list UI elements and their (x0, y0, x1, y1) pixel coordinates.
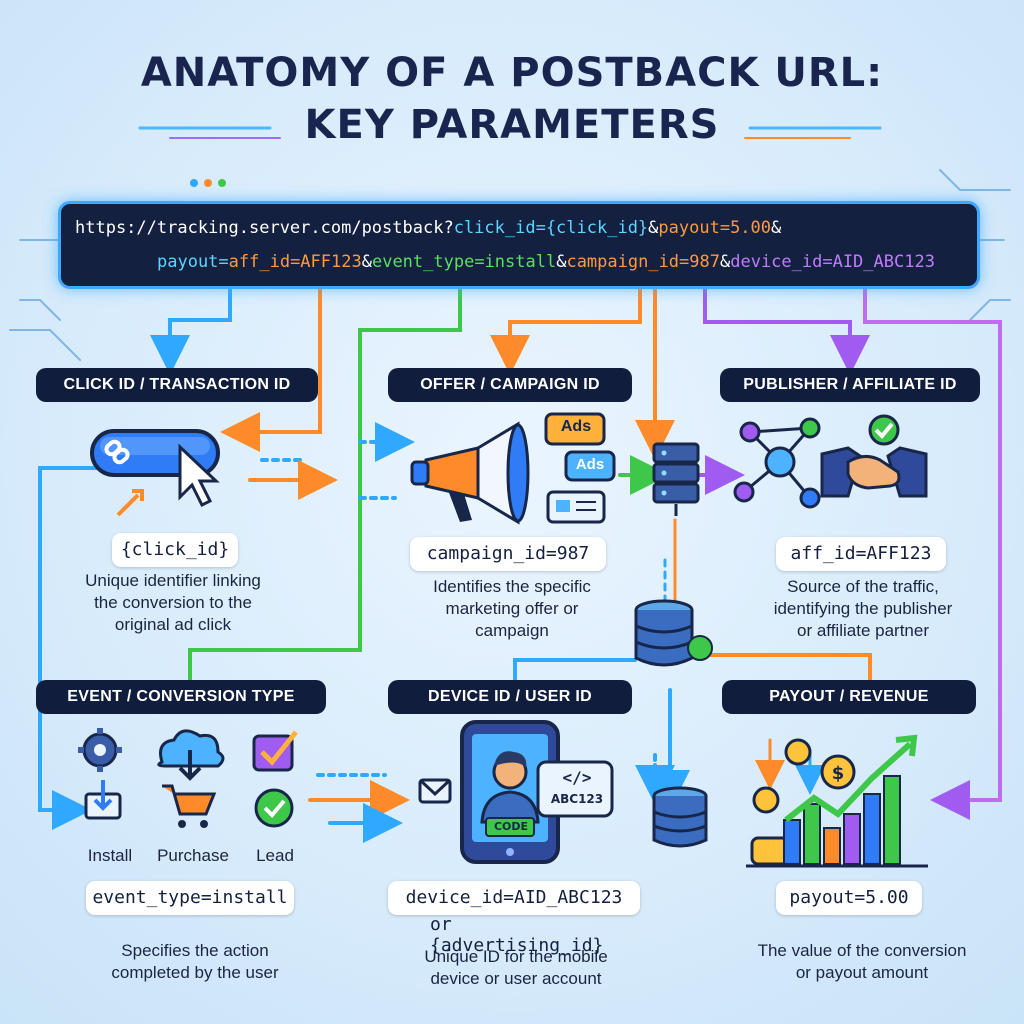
desc-line: The value of the conversion (757, 941, 967, 960)
payout-revenue-heading: PAYOUT / REVENUE (722, 680, 976, 714)
click-id-description: Unique identifier linking the conversion… (30, 570, 316, 636)
postback-url-box: https://tracking.server.com/postback?cli… (58, 201, 980, 289)
payout-description: The value of the conversion or payout am… (712, 940, 1012, 984)
coin-icon: $ (752, 738, 856, 814)
title-line-2: KEY PARAMETERS (304, 102, 720, 148)
url-line-2: payout=aff_id=AFF123&event_type=install&… (157, 252, 935, 272)
url-token: & (771, 218, 782, 238)
event-conversion-heading: EVENT / CONVERSION TYPE (36, 680, 326, 714)
envelope-icon (418, 778, 452, 804)
event-type-install: Install (87, 846, 133, 865)
payout-value: payout=5.00 (776, 881, 922, 915)
phone-icon (418, 720, 614, 864)
gear-icon (78, 728, 122, 772)
url-token: device_id=AID_ABC123 (730, 252, 935, 272)
event-type-value: event_type=install (86, 881, 294, 915)
code-id: ABC123 (550, 792, 604, 806)
cart-icon (162, 784, 217, 828)
growth-chart-icon: $ (746, 734, 928, 868)
desc-line: the conversion to the (94, 593, 252, 612)
handshake-icon (820, 414, 928, 498)
desc-line: identifying the publisher (773, 599, 953, 618)
url-token: & (719, 252, 731, 272)
event-type-description: Specifies the action completed by the us… (60, 940, 330, 984)
ads-label-2: Ads (575, 456, 605, 473)
desc-line: or affiliate partner (797, 621, 929, 640)
install-icon (84, 780, 122, 820)
event-icons-group (78, 728, 298, 828)
desc-line: Specifies the action (121, 941, 269, 960)
link-button-icon (90, 429, 220, 517)
url-token: click_id={click_id} (453, 218, 649, 238)
publisher-affiliate-heading: PUBLISHER / AFFILIATE ID (720, 368, 980, 402)
device-id-value: device_id=AID_ABC123 (388, 881, 640, 915)
url-token: & (648, 218, 659, 238)
url-token: event_type=install (371, 252, 557, 272)
desc-line: Unique identifier linking (85, 571, 261, 590)
url-token: campaign_id=987 (566, 252, 720, 272)
event-type-lead: Lead (256, 846, 294, 865)
megaphone-icon (410, 412, 616, 525)
database-icon (634, 599, 713, 667)
desc-line: campaign (475, 621, 549, 640)
svg-text:$: $ (832, 763, 845, 784)
click-id-heading: CLICK ID / TRANSACTION ID (36, 368, 318, 402)
server-icon (652, 442, 700, 516)
ads-bubble-icon (544, 412, 616, 524)
click-id-value: {click_id} (112, 533, 238, 567)
check-circle-icon (254, 788, 294, 828)
desc-line: or payout amount (795, 963, 929, 982)
affiliate-id-description: Source of the traffic, identifying the p… (716, 576, 1010, 642)
event-type-purchase: Purchase (157, 846, 229, 865)
checkbox-icon (252, 730, 298, 772)
campaign-id-description: Identifies the specific marketing offer … (380, 576, 644, 642)
code-badge: CODE (493, 820, 529, 833)
desc-line: Source of the traffic, (787, 577, 939, 596)
device-id-description: Unique ID for the mobile device or user … (386, 946, 646, 990)
offer-campaign-heading: OFFER / CAMPAIGN ID (388, 368, 632, 402)
cursor-icon (178, 443, 220, 508)
desc-line: device or user account (430, 969, 602, 988)
desc-line: completed by the user (111, 963, 279, 982)
url-token: payout=5.00 (658, 218, 772, 238)
title-line-1: ANATOMY OF A POSTBACK URL: (140, 50, 884, 96)
campaign-id-value: campaign_id=987 (410, 537, 606, 571)
desc-line: Identifies the specific (433, 577, 591, 596)
affiliate-id-value: aff_id=AFF123 (776, 537, 946, 571)
url-token: & (556, 252, 567, 272)
network-icon (733, 417, 821, 509)
advertising-id-alt: or {advertising_id} (430, 914, 604, 956)
code-tag: </> (562, 768, 592, 787)
url-token: https://tracking.server.com/postback? (75, 218, 454, 238)
url-line-1: https://tracking.server.com/postback?cli… (75, 218, 781, 238)
device-user-heading: DEVICE ID / USER ID (388, 680, 632, 714)
url-token: aff_id=AFF123 (228, 252, 362, 272)
url-token: & (361, 252, 372, 272)
desc-line: original ad click (114, 615, 232, 634)
desc-line: Unique ID for the mobile (424, 947, 608, 966)
url-token: payout= (157, 252, 229, 272)
database-icon (652, 786, 708, 848)
cloud-download-icon (157, 729, 225, 781)
ads-label-1: Ads (560, 418, 592, 435)
desc-line: marketing offer or (445, 599, 579, 618)
